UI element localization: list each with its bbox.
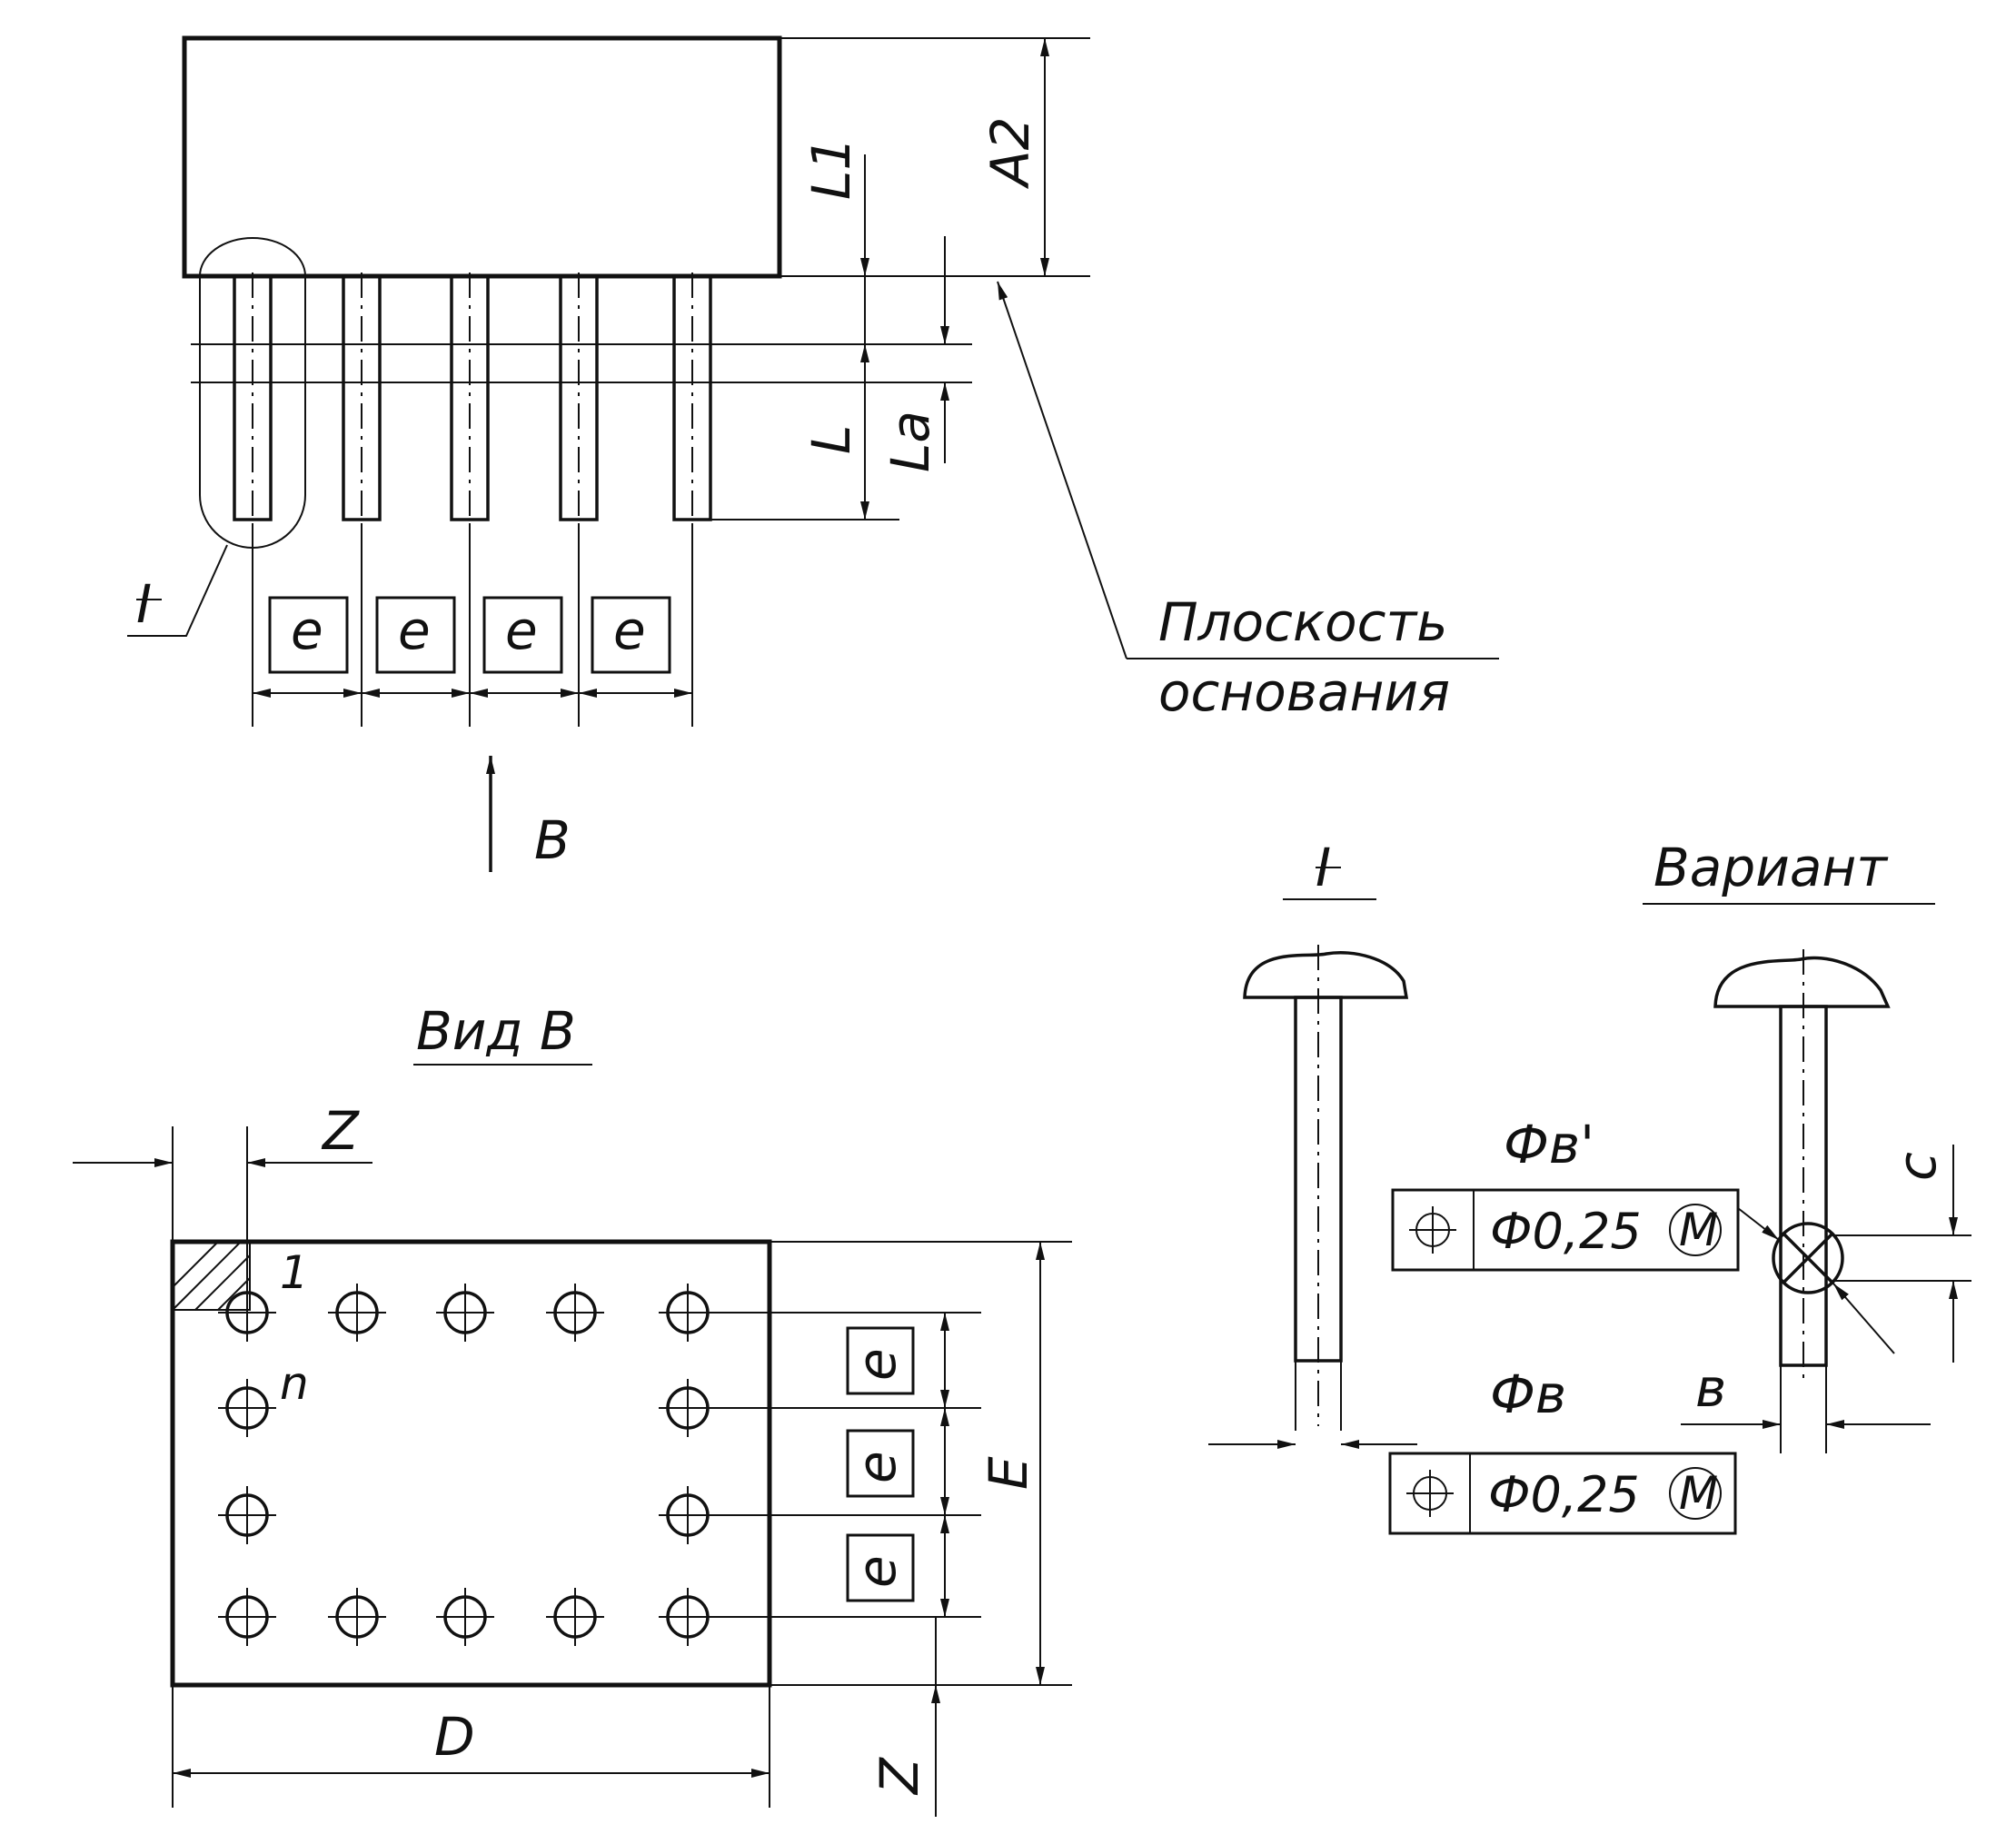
pin-hole bbox=[218, 1284, 276, 1342]
dim-c-label: c bbox=[1886, 1152, 1948, 1181]
dim-L-label: L bbox=[800, 425, 862, 454]
variant-title: Вариант bbox=[1654, 837, 1889, 898]
pin-holes bbox=[218, 1284, 717, 1646]
pitch-labels: e e e e bbox=[268, 596, 671, 674]
pitch-label: e bbox=[846, 1555, 908, 1588]
pin-head bbox=[1243, 951, 1409, 999]
position-marker bbox=[1772, 1222, 1844, 1294]
detail-callout-outline bbox=[199, 237, 306, 549]
fcf-upper-tolerance: Ф0,25 bbox=[1490, 1203, 1642, 1260]
pin-hole bbox=[659, 1379, 717, 1437]
pin-hole bbox=[546, 1284, 604, 1342]
fcf-upper: Ф0,25 M bbox=[1391, 1188, 1780, 1272]
pitch-label: e bbox=[398, 600, 431, 661]
pitch-label: e bbox=[613, 600, 646, 661]
pin-hole bbox=[436, 1284, 494, 1342]
pins bbox=[233, 273, 712, 527]
dim-phib1-label: Фв' bbox=[1504, 1114, 1594, 1175]
dim-D-label: D bbox=[434, 1706, 475, 1768]
view-b-title: Вид B bbox=[416, 1000, 576, 1062]
vertical-dimensions: A2 L1 L La bbox=[800, 38, 1049, 520]
side-view: I e e e e A2 bbox=[127, 35, 1499, 872]
dim-Z-bottom-label: Z bbox=[869, 1757, 930, 1796]
pin-first-label: 1 bbox=[280, 1246, 309, 1299]
detail-mark-label: I bbox=[136, 573, 152, 635]
fcf-lower: Ф0,25 M bbox=[1388, 1452, 1737, 1535]
pitch-label: e bbox=[505, 600, 538, 661]
pin-hole bbox=[659, 1486, 717, 1544]
pitch-label: e bbox=[291, 600, 323, 661]
pin-hole bbox=[546, 1588, 604, 1646]
pin-hole bbox=[436, 1588, 494, 1646]
dim-La-label: La bbox=[879, 411, 941, 472]
variant-detail: Вариант c в Фв' bbox=[1391, 837, 1971, 1453]
dim-L1-label: L1 bbox=[800, 137, 862, 200]
fcf-upper-modifier: M bbox=[1679, 1204, 1718, 1256]
pin-hole bbox=[218, 1588, 276, 1646]
package-outline bbox=[170, 1239, 772, 1688]
fcf-lower-modifier: M bbox=[1679, 1467, 1718, 1520]
vertical-pitch-chain: e e e bbox=[846, 1313, 949, 1617]
pin-hole bbox=[218, 1379, 276, 1437]
pin-hole bbox=[328, 1284, 386, 1342]
pitch-dimension-chain bbox=[252, 527, 693, 727]
dim-b-label: в bbox=[1695, 1357, 1726, 1419]
base-plane-label-line1: Плоскость bbox=[1158, 591, 1447, 653]
view-b: Вид B Z bbox=[73, 1000, 1072, 1817]
pin-hole bbox=[328, 1588, 386, 1646]
pitch-label: e bbox=[846, 1348, 908, 1381]
detail-i: I Фв Ф0,25 M bbox=[1208, 837, 1737, 1535]
dim-Z-top-label: Z bbox=[321, 1100, 360, 1162]
pin-hole bbox=[659, 1588, 717, 1646]
pin-n-label: n bbox=[280, 1357, 309, 1410]
variant-pin-head bbox=[1713, 956, 1891, 1008]
dim-E-label: E bbox=[978, 1456, 1039, 1490]
base-plane-label-line2: основания bbox=[1158, 661, 1450, 723]
pitch-label: e bbox=[846, 1451, 908, 1483]
fcf-lower-tolerance: Ф0,25 bbox=[1488, 1466, 1640, 1523]
pin-one-marker bbox=[172, 1241, 251, 1311]
pin-hole bbox=[659, 1284, 717, 1342]
dim-phib-label: Фв bbox=[1490, 1363, 1566, 1425]
pin-hole bbox=[218, 1486, 276, 1544]
dim-A2-label: A2 bbox=[979, 116, 1041, 190]
view-arrow-label: B bbox=[534, 809, 571, 871]
